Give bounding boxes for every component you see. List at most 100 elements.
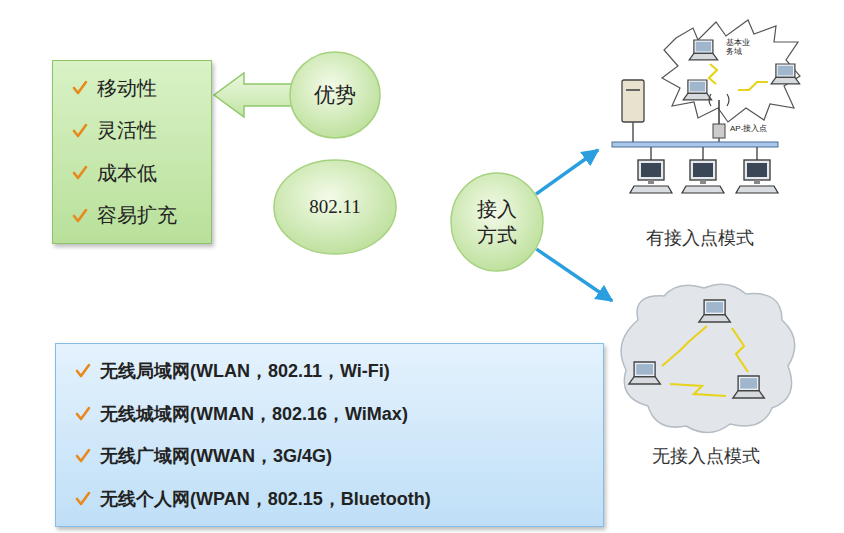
laptop-base — [683, 93, 712, 100]
circle-text: 优势 — [314, 81, 356, 109]
check-stroke — [74, 210, 86, 221]
topic-circle: 802.11 — [273, 159, 397, 255]
circle-shape — [451, 173, 543, 271]
network-illustration — [598, 20, 802, 252]
laptop-display — [740, 378, 757, 389]
illustration-label: 基本业务域 — [726, 38, 752, 56]
laptop-screen — [694, 40, 713, 53]
laptop-screen — [776, 64, 795, 77]
check-mark — [74, 447, 92, 465]
check-stroke — [77, 450, 89, 461]
laptop-icon — [683, 80, 712, 100]
wireless-link — [670, 384, 726, 396]
check-stroke — [74, 125, 86, 136]
item-text: 无线广域网(WWAN，3G/4G) — [100, 444, 332, 468]
check-stroke — [77, 408, 89, 419]
topic-circle: 接入 方式 — [450, 172, 544, 272]
circle-shape — [290, 52, 380, 138]
topic-circle: 优势 — [289, 51, 381, 139]
list-box: 无线局域网(WLAN，802.11，Wi-Fi) 无线城域网(WMAN，802.1… — [55, 343, 604, 527]
list-item: 无线广域网(WWAN，3G/4G) — [74, 444, 593, 468]
laptop-display — [778, 66, 793, 76]
mode-caption: 有接入点模式 — [598, 226, 802, 250]
monitor — [744, 160, 770, 180]
wireless-link — [662, 326, 707, 366]
circle-text: 接入 方式 — [475, 196, 519, 248]
monitor-screen — [747, 163, 767, 177]
monitor — [638, 160, 664, 180]
laptop-display — [706, 302, 723, 313]
list-item: 成本低 — [71, 160, 201, 187]
block-arrow — [214, 73, 293, 117]
laptop-base — [733, 391, 765, 398]
check-stroke — [74, 82, 86, 93]
circle-text: 802.11 — [309, 196, 361, 218]
item-text: 成本低 — [97, 160, 157, 187]
laptop-icon — [629, 362, 661, 384]
check-mark — [74, 362, 92, 380]
server-drop — [632, 122, 634, 142]
mode-caption: 无接入点模式 — [612, 444, 800, 468]
laptop-display — [690, 82, 705, 92]
access-arrow — [537, 249, 613, 301]
laptop-screen — [704, 300, 725, 315]
pc-drop — [756, 147, 758, 160]
list-item: 灵活性 — [71, 117, 201, 144]
ap-waves — [709, 94, 729, 106]
wireless-link — [738, 82, 768, 90]
check-mark — [71, 122, 89, 140]
wireless-link — [709, 64, 717, 84]
network-mode: 有接入点模式 基本业务域 AP-接入点 — [598, 20, 802, 252]
access-point — [713, 124, 725, 138]
laptop-icon — [771, 64, 800, 84]
check-mark — [74, 490, 92, 508]
network-illustration — [612, 280, 800, 470]
pc-drop — [702, 147, 704, 160]
laptop-icon — [689, 40, 718, 60]
list-item: 无线局域网(WLAN，802.11，Wi-Fi) — [74, 359, 593, 383]
laptop-base — [771, 77, 800, 84]
monitor-screen — [693, 163, 713, 177]
server-bay — [626, 89, 640, 91]
desktop-icon — [736, 160, 778, 193]
pc-drop — [650, 147, 652, 160]
keyboard — [630, 186, 672, 193]
laptop-base — [699, 315, 731, 322]
check-mark — [71, 207, 89, 225]
list-item: 移动性 — [71, 75, 201, 102]
laptop-icon — [699, 300, 731, 322]
access-arrow — [536, 150, 598, 194]
item-text: 无线城域网(WMAN，802.16，WiMax) — [100, 402, 408, 426]
service-area-burst — [662, 20, 800, 122]
laptop-base — [629, 377, 661, 384]
item-text: 移动性 — [97, 75, 157, 102]
check-stroke — [74, 167, 86, 178]
check-stroke — [77, 365, 89, 376]
check-stroke — [77, 493, 89, 504]
wireless-link — [732, 328, 748, 372]
check-mark — [71, 79, 89, 97]
network-mode: 无接入点模式 — [612, 280, 800, 470]
server-tower — [622, 80, 644, 122]
keyboard — [682, 186, 724, 193]
laptop-screen — [738, 376, 759, 391]
laptop-screen — [688, 80, 707, 93]
check-mark — [74, 405, 92, 423]
laptop-display — [636, 364, 653, 375]
item-text: 灵活性 — [97, 117, 157, 144]
list-item: 无线城域网(WMAN，802.16，WiMax) — [74, 402, 593, 426]
item-text: 容易扩充 — [97, 202, 177, 229]
list-item: 容易扩充 — [71, 202, 201, 229]
circle-outline — [450, 172, 544, 272]
monitor-stand — [700, 180, 706, 184]
keyboard — [736, 186, 778, 193]
laptop-icon — [733, 376, 765, 398]
illustration-label: AP-接入点 — [730, 124, 767, 133]
monitor-screen — [641, 163, 661, 177]
desktop-icon — [630, 160, 672, 193]
desktop-icon — [682, 160, 724, 193]
monitor-stand — [754, 180, 760, 184]
list-box: 移动性灵活性成本低容易扩充 — [52, 60, 212, 244]
cloud-area — [621, 284, 795, 432]
laptop-screen — [634, 362, 655, 377]
